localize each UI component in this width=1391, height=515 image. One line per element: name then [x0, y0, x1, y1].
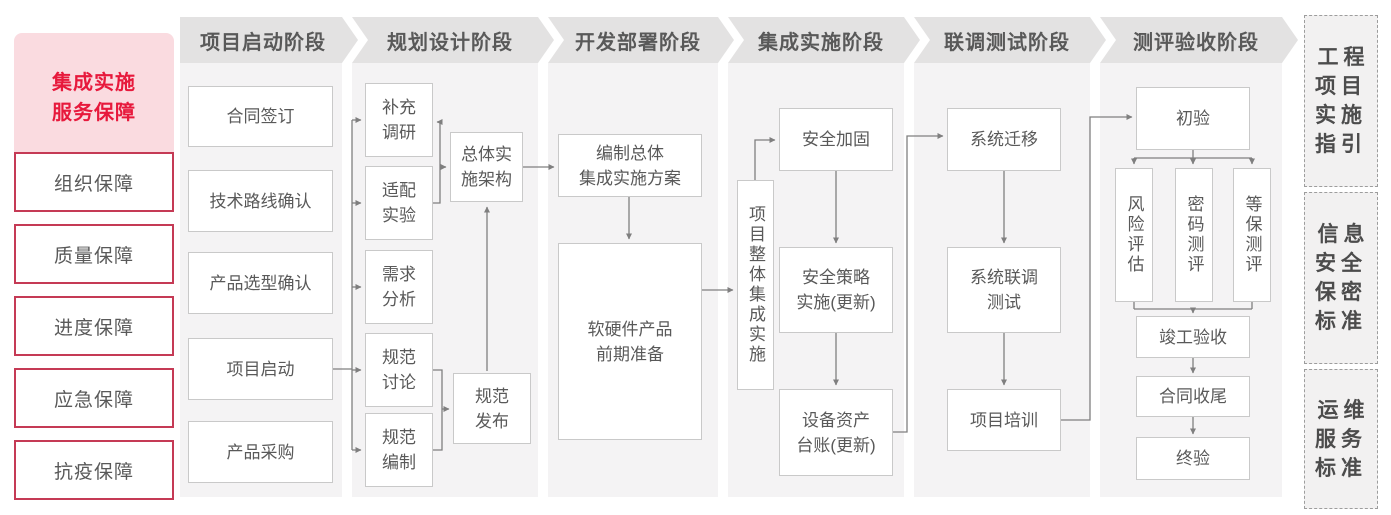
box-contract-closure: 合同收尾 — [1136, 376, 1250, 417]
box-kickoff: 项目启动 — [188, 338, 333, 400]
box-asset-ledger: 设备资产 台账(更新) — [779, 389, 893, 476]
box-initial-acceptance: 初验 — [1136, 87, 1250, 150]
sidebar-item-organization: 组织保障 — [14, 152, 174, 212]
box-spec-drafting: 规范 编制 — [365, 413, 433, 487]
sidebar-item-schedule: 进度保障 — [14, 296, 174, 356]
box-requirement-analysis: 需求 分析 — [365, 250, 433, 324]
standards-box-engineering-guide: 工程 项目 实施 指引 — [1304, 15, 1378, 187]
box-crypto-evaluation: 密码测评 — [1175, 168, 1213, 302]
box-tech-route: 技术路线确认 — [188, 170, 333, 232]
standards-box-operation-standard: 运维 服务 标准 — [1304, 369, 1378, 509]
box-adaptation-test: 适配 实验 — [365, 166, 433, 240]
standards-box-security-standard: 信息 安全 保密 标准 — [1304, 192, 1378, 364]
box-overall-architecture: 总体实 施架构 — [450, 132, 523, 202]
box-project-training: 项目培训 — [947, 389, 1061, 451]
box-risk-assessment: 风险评估 — [1115, 168, 1153, 302]
sidebar-item-quality: 质量保障 — [14, 224, 174, 284]
box-product-selection: 产品选型确认 — [188, 252, 333, 314]
sidebar-item-epidemic: 抗疫保障 — [14, 440, 174, 500]
box-supplement-research: 补充 调研 — [365, 83, 433, 157]
phase-header-development: 开发部署阶段 — [548, 17, 734, 63]
box-overall-plan: 编制总体 集成实施方案 — [558, 134, 702, 197]
box-spec-discussion: 规范 讨论 — [365, 333, 433, 407]
phase-header-joint-testing: 联调测试阶段 — [914, 17, 1106, 63]
box-mlps-evaluation: 等保测评 — [1233, 168, 1271, 302]
sidebar-item-emergency: 应急保障 — [14, 368, 174, 428]
phase-header-integration: 集成实施阶段 — [728, 17, 920, 63]
box-contract-sign: 合同签订 — [188, 86, 333, 147]
phase-header-startup: 项目启动阶段 — [180, 17, 358, 63]
box-product-preparation: 软硬件产品 前期准备 — [558, 243, 702, 440]
phase-header-acceptance: 测评验收阶段 — [1100, 17, 1298, 63]
box-spec-release: 规范 发布 — [453, 373, 531, 444]
box-final-acceptance: 终验 — [1136, 437, 1250, 480]
box-overall-integration: 项目整体集成实施 — [737, 180, 774, 390]
box-joint-debug-test: 系统联调 测试 — [947, 247, 1061, 333]
box-procurement: 产品采购 — [188, 421, 333, 483]
phase-header-planning: 规划设计阶段 — [352, 17, 554, 63]
box-security-hardening: 安全加固 — [779, 108, 893, 171]
sidebar-title: 集成实施 服务保障 — [14, 33, 174, 163]
box-system-migration: 系统迁移 — [947, 108, 1061, 171]
box-security-policy: 安全策略 实施(更新) — [779, 247, 893, 333]
box-completion-acceptance: 竣工验收 — [1136, 316, 1250, 358]
